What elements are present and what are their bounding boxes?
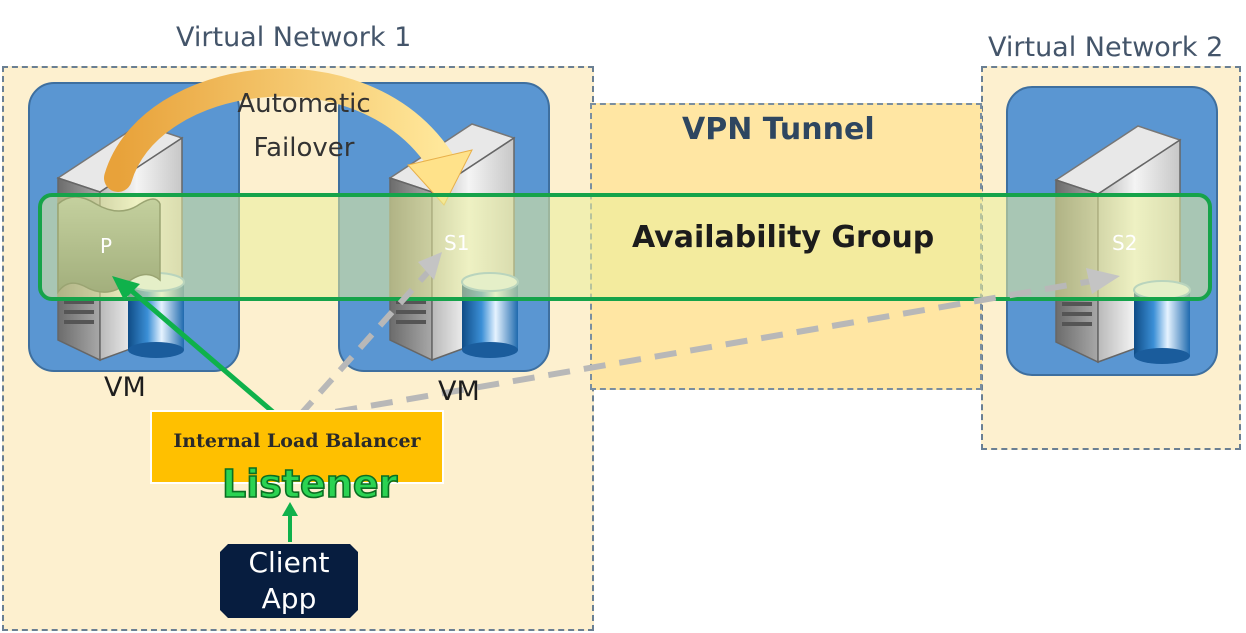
vm-label-secondary: VM [438, 376, 480, 407]
virtual-network-2-label: Virtual Network 2 [988, 32, 1224, 63]
vm-label-primary: VM [104, 372, 146, 403]
green-arrow-to-primary [124, 284, 282, 420]
client-app-line-2: App [261, 582, 317, 615]
listener-label: Listener [221, 461, 398, 507]
secondary-1-node-label: S1 [444, 231, 470, 255]
vpn-tunnel-label: VPN Tunnel [682, 112, 875, 147]
internal-load-balancer: Internal Load Balancer [150, 410, 444, 484]
failover-label: Automatic Failover [234, 82, 374, 170]
primary-node-label: P [100, 234, 113, 258]
client-app-line-1: Client [248, 546, 330, 579]
client-app: Client App [220, 544, 358, 618]
failover-line-1: Automatic [237, 89, 371, 119]
availability-group-label: Availability Group [632, 220, 935, 255]
failover-line-2: Failover [253, 133, 355, 163]
failover-arrow [104, 68, 454, 192]
internal-load-balancer-label: Internal Load Balancer [173, 430, 421, 452]
failover-arrowhead [407, 149, 473, 206]
dashed-arrow-to-s1 [297, 269, 431, 418]
virtual-network-1-label: Virtual Network 1 [176, 22, 412, 53]
availability-group-band [38, 193, 1212, 301]
dashed-arrow-to-s2 [299, 277, 1099, 421]
secondary-2-node-label: S2 [1112, 231, 1138, 255]
